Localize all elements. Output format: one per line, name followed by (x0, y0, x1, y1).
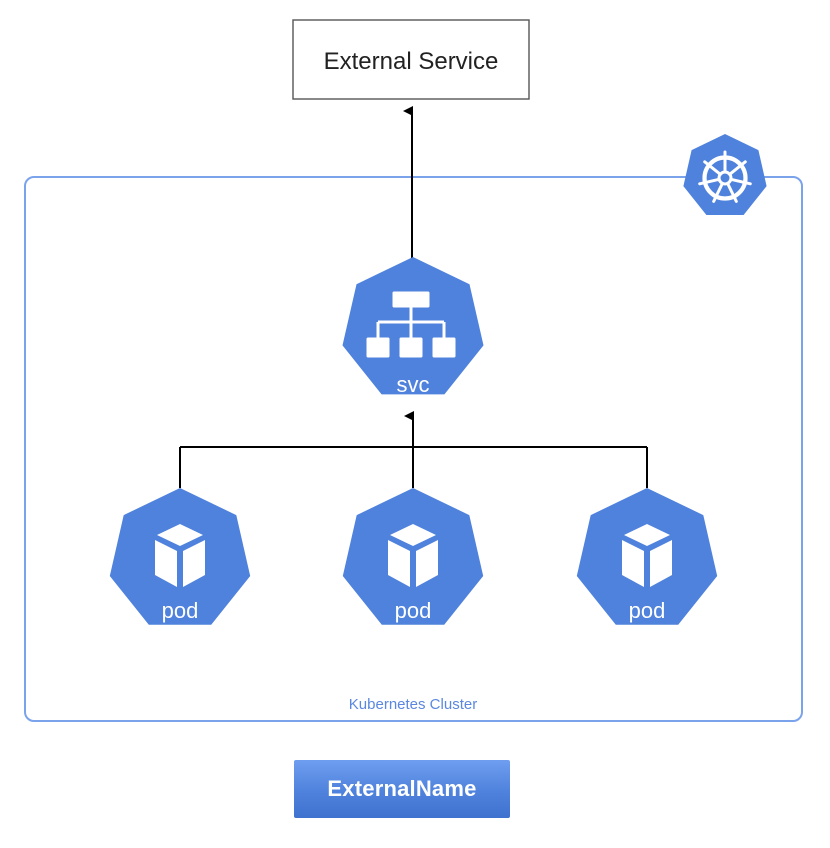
cube-icon (388, 524, 438, 587)
cube-icon (155, 524, 205, 587)
pod-label: pod (162, 598, 199, 623)
connectors (179, 106, 648, 488)
pod-node[interactable]: pod (342, 488, 484, 625)
external-service-label: External Service (324, 48, 499, 75)
service-node[interactable]: svc (342, 257, 484, 397)
cluster-label: Kubernetes Cluster (349, 696, 477, 713)
kubernetes-helm-icon (683, 134, 767, 215)
pod-node[interactable]: pod (576, 488, 718, 625)
externalname-badge-label: ExternalName (327, 776, 477, 801)
cluster-boundary (24, 176, 803, 722)
pod-label: pod (395, 598, 432, 623)
externalname-badge: ExternalName (294, 760, 510, 818)
cube-icon (622, 524, 672, 587)
pod-label: pod (629, 598, 666, 623)
pod-node[interactable]: pod (109, 488, 251, 625)
network-hierarchy-icon (366, 291, 456, 358)
service-label: svc (397, 372, 430, 397)
external-service-node[interactable]: External Service (292, 19, 530, 100)
